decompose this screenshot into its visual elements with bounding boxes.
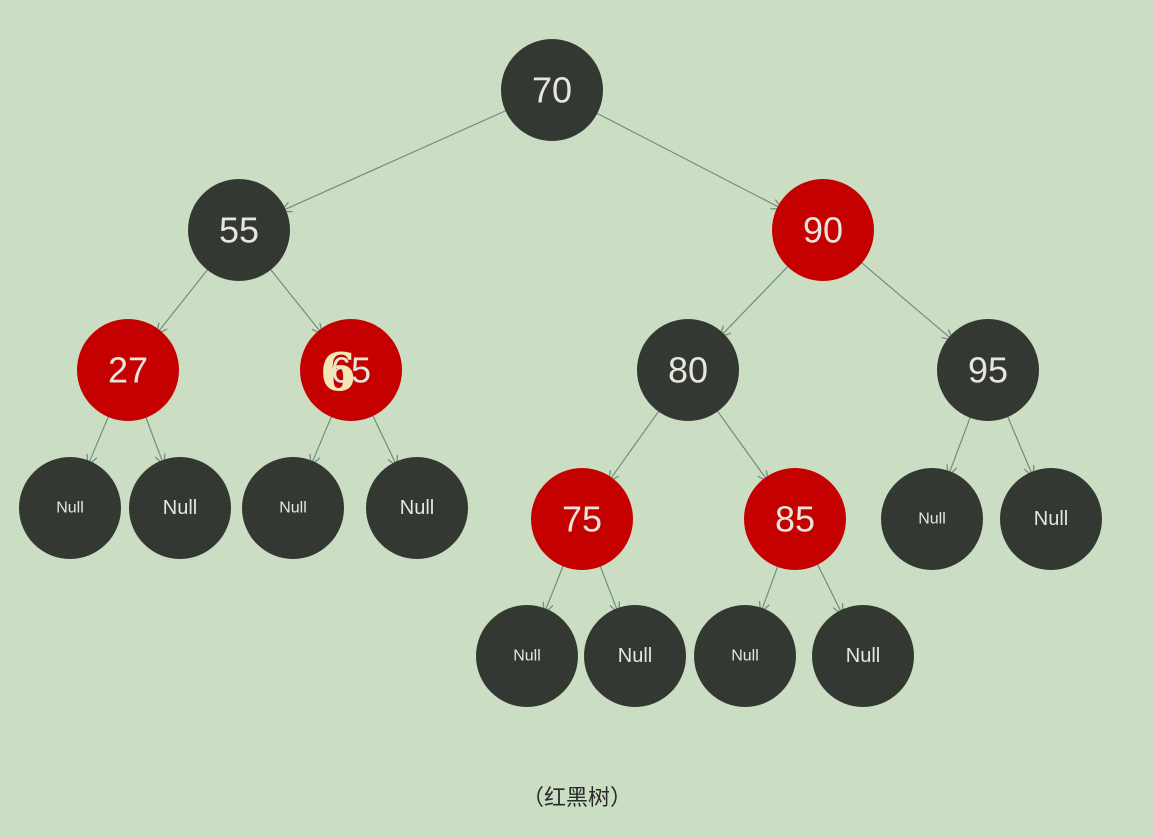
tree-node-95: 95 xyxy=(937,319,1039,421)
tree-node-27: 27 xyxy=(77,319,179,421)
tree-node-65a: Null xyxy=(242,457,344,559)
null-leaf-label: Null xyxy=(731,648,759,665)
tree-node-65b: Null xyxy=(366,457,468,559)
edge-n75-n75b xyxy=(599,564,618,612)
black-node-circle xyxy=(188,179,290,281)
black-node-circle xyxy=(366,457,468,559)
tree-node-70: 70 xyxy=(501,39,603,141)
red-node-circle xyxy=(531,468,633,570)
node-value-label: 90 xyxy=(803,210,843,251)
edge-n90-n95 xyxy=(859,261,952,340)
node-value-label: 65 xyxy=(331,350,371,391)
edges-layer xyxy=(88,109,1033,614)
edge-n75-n75a xyxy=(545,564,565,612)
null-leaf-label: Null xyxy=(56,500,84,517)
edge-n85-n85a xyxy=(761,564,779,612)
null-leaf-label: Null xyxy=(1034,508,1068,530)
black-node-circle xyxy=(242,457,344,559)
black-node-circle xyxy=(694,605,796,707)
null-leaf-label: Null xyxy=(618,645,652,667)
edge-n85-n85b xyxy=(816,562,842,614)
tree-node-95b: Null xyxy=(1000,468,1102,570)
black-node-circle xyxy=(19,457,121,559)
tree-node-65: 656 xyxy=(300,319,402,421)
null-leaf-label: Null xyxy=(163,497,197,519)
tree-node-85b: Null xyxy=(812,605,914,707)
null-leaf-label: Null xyxy=(279,500,307,517)
black-node-circle xyxy=(476,605,578,707)
node-value-label: 95 xyxy=(968,350,1008,391)
node-value-label: 85 xyxy=(775,499,815,540)
tree-node-85a: Null xyxy=(694,605,796,707)
black-node-circle xyxy=(937,319,1039,421)
edge-n80-n75 xyxy=(609,409,661,481)
black-node-circle xyxy=(637,319,739,421)
node-value-label: 27 xyxy=(108,350,148,391)
null-leaf-label: Null xyxy=(846,645,880,667)
edge-n95-n95a xyxy=(949,415,972,475)
diagram-caption: （红黑树） xyxy=(521,786,632,811)
black-node-circle xyxy=(881,468,983,570)
tree-node-75a: Null xyxy=(476,605,578,707)
edge-n27-n27b xyxy=(144,415,163,464)
node-value-label: 55 xyxy=(219,210,259,251)
overlay-digit-label: 6 xyxy=(320,343,356,404)
red-node-circle xyxy=(300,319,402,421)
black-node-circle xyxy=(129,457,231,559)
tree-node-90: 90 xyxy=(772,179,874,281)
node-value-label: 80 xyxy=(668,350,708,391)
tree-node-75: 75 xyxy=(531,468,633,570)
edge-n70-n90 xyxy=(595,111,782,208)
red-node-circle xyxy=(772,179,874,281)
tree-node-75b: Null xyxy=(584,605,686,707)
edge-n27-n27a xyxy=(88,414,110,464)
black-node-circle xyxy=(501,39,603,141)
tree-node-80: 80 xyxy=(637,319,739,421)
null-leaf-label: Null xyxy=(918,511,946,528)
null-leaf-label: Null xyxy=(513,648,541,665)
node-value-label: 70 xyxy=(532,70,572,111)
node-value-label: 75 xyxy=(562,499,602,540)
tree-node-85: 85 xyxy=(744,468,846,570)
black-node-circle xyxy=(1000,468,1102,570)
black-node-circle xyxy=(812,605,914,707)
red-node-circle xyxy=(744,468,846,570)
edge-n55-n65 xyxy=(269,267,322,333)
edge-n95-n95b xyxy=(1006,414,1033,476)
tree-node-55: 55 xyxy=(188,179,290,281)
edge-n65-n65a xyxy=(311,414,333,464)
edge-n65-n65b xyxy=(371,413,397,465)
edge-n80-n85 xyxy=(716,409,768,481)
tree-node-95a: Null xyxy=(881,468,983,570)
red-node-circle xyxy=(77,319,179,421)
edge-n55-n27 xyxy=(157,268,210,333)
edge-n70-n55 xyxy=(282,109,508,211)
black-node-circle xyxy=(584,605,686,707)
null-leaf-label: Null xyxy=(400,497,434,519)
tree-node-27a: Null xyxy=(19,457,121,559)
tree-node-27b: Null xyxy=(129,457,231,559)
edge-n90-n80 xyxy=(721,264,790,336)
